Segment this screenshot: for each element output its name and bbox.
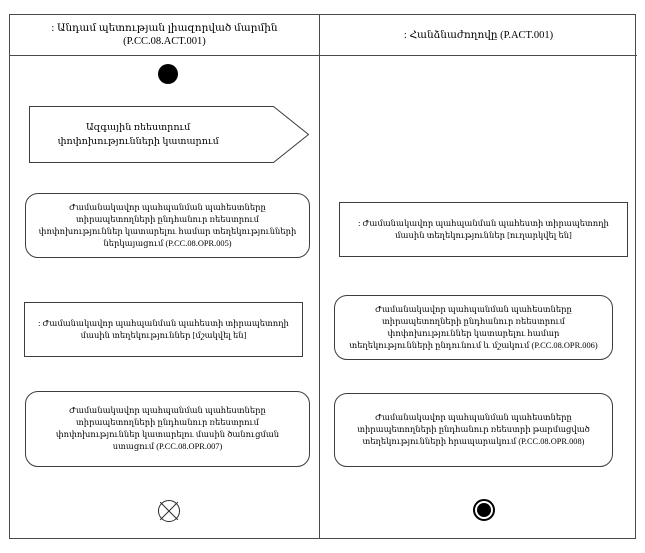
activity-final-node[interactable] bbox=[473, 499, 495, 521]
initial-node[interactable] bbox=[158, 64, 178, 84]
object-node-info-sent[interactable]: : Ժամանակավոր պահպանման պահեստի տիրապետո… bbox=[339, 202, 628, 257]
send-signal-shape bbox=[29, 106, 310, 163]
action-node-opr006-label: Ժամանակավոր պահպանման պահեստները տիրապետ… bbox=[349, 304, 598, 350]
lane-header-right-line1: : Հանձնաժողովը (P.ACT.001) bbox=[403, 29, 554, 41]
lane-header-member-state: : Անդամ պետության լիազորված մարմին (P.CC… bbox=[10, 15, 319, 56]
action-node-opr005[interactable]: Ժամանակավոր պահպանման պահեստները տիրապետ… bbox=[25, 193, 310, 258]
object-node-info-processed[interactable]: : Ժամանակավոր պահպանման պահեստի տիրապետո… bbox=[24, 302, 303, 357]
lane-header-left-line2: (P.CC.08.ACT.001) bbox=[123, 36, 206, 47]
object-node-info-sent-label: : Ժամանակավոր պահպանման պահեստի տիրապետո… bbox=[358, 218, 609, 240]
send-signal-label: Ազգային ռեեստրում փոփոխությունների կատար… bbox=[57, 121, 219, 147]
object-node-info-processed-label: : Ժամանակավոր պահպանման պահեստի տիրապետո… bbox=[38, 318, 289, 340]
flow-final-node[interactable] bbox=[158, 500, 180, 522]
action-node-opr005-label: Ժամանակավոր պահպանման պահեստները տիրապետ… bbox=[38, 202, 297, 248]
action-node-opr007[interactable]: Ժամանակավոր պահպանման պահեստները տիրապետ… bbox=[25, 391, 310, 467]
send-signal-action-national-register[interactable]: Ազգային ռեեստրում փոփոխությունների կատար… bbox=[29, 106, 310, 163]
action-node-opr008-label: Ժամանակավոր պահպանման պահեստները տիրապետ… bbox=[357, 413, 590, 446]
action-node-opr008[interactable]: Ժամանակավոր պահպանման պահեստները տիրապետ… bbox=[334, 393, 613, 467]
lane-header-commission: : Հանձնաժողովը (P.ACT.001) bbox=[319, 15, 637, 56]
action-node-opr006[interactable]: Ժամանակավոր պահպանման պահեստները տիրապետ… bbox=[334, 295, 613, 360]
lane-body-commission bbox=[319, 56, 637, 538]
action-node-opr007-label: Ժամանակավոր պահպանման պահեստները տիրապետ… bbox=[55, 406, 280, 451]
lane-header-left-line1: : Անդամ պետության լիազորված մարմին bbox=[51, 23, 278, 34]
